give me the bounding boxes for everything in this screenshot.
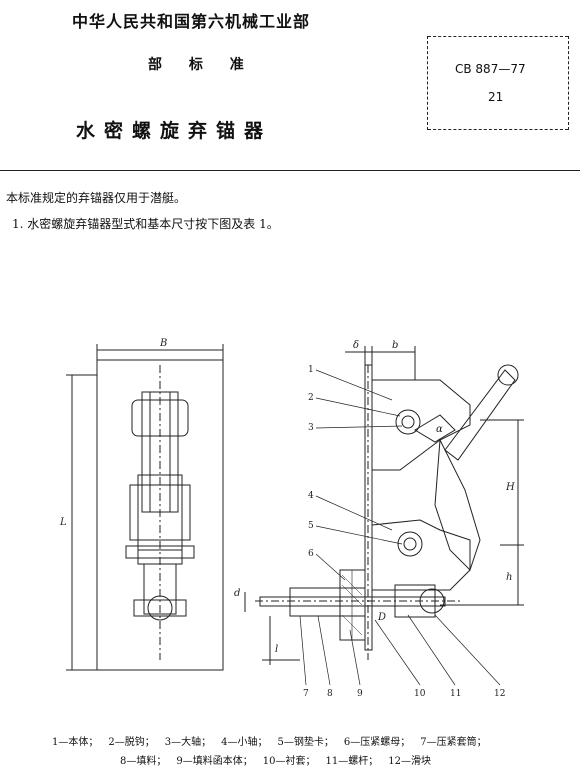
dim-label-delta: δ (353, 340, 359, 351)
dim-label-l: l (275, 644, 278, 655)
callout-9: 9 (357, 689, 363, 699)
legend-item: 9—填料函本体； (176, 756, 253, 767)
document-title: 水密螺旋弃锚器 (76, 120, 273, 142)
dim-label-alpha: α (436, 424, 443, 435)
legend-item: 2—脱钩； (108, 737, 155, 748)
cross-shaft (125, 545, 195, 559)
release-arm (444, 369, 516, 461)
dim-label-h: h (506, 572, 512, 583)
callout-7: 7 (303, 689, 309, 699)
side-view: δ b α H h (234, 340, 524, 686)
top-lug (131, 399, 189, 437)
technical-drawing: B L δ b (59, 338, 524, 699)
callout-4: 4 (308, 491, 314, 501)
link-bar (141, 391, 179, 513)
callout-10: 10 (414, 689, 426, 699)
header-divider (0, 170, 580, 171)
legend-item: 1—本体； (52, 737, 99, 748)
legend-item: 11—螺杆； (325, 756, 379, 767)
hull-plate (364, 364, 373, 651)
callout-8: 8 (327, 689, 333, 699)
legend-item: 3—大轴； (164, 737, 212, 748)
front-view: B L (59, 338, 224, 671)
callout-5: 5 (308, 521, 314, 531)
dim-label-B: B (159, 338, 167, 349)
legend-line-1: 1—本体； 2—脱钩； 3—大轴； 4—小轴； 5—钢垫卡； 6—压紧螺母； 7—压紧套筒； (52, 733, 497, 748)
dim-label-D: D (377, 612, 386, 623)
lower-body (371, 519, 471, 591)
standard-type: 部 标 准 (148, 57, 244, 73)
standard-code-box (427, 36, 569, 130)
stuffing-box (289, 587, 366, 617)
organization-name: 中华人民共和国第六机械工业部 (72, 12, 311, 31)
bottom-nut (147, 595, 173, 621)
dim-label-b: b (392, 340, 398, 351)
callout-11: 11 (450, 689, 461, 699)
upper-bracket (371, 379, 471, 471)
legend-item: 6—压紧螺母； (343, 737, 411, 748)
slider (394, 584, 436, 618)
callout-3: 3 (308, 423, 314, 433)
legend-item: 8—填料； (120, 756, 167, 767)
standard-code: CB 887—77 (455, 62, 526, 76)
legend-item: 4—小轴； (221, 737, 268, 748)
callout-2: 2 (308, 393, 314, 403)
legend-item: 12—滑块 (388, 756, 431, 767)
legend-line-2: 8—填料； 9—填料函本体； 10—衬套； 11—螺杆； 12—滑块 (120, 752, 441, 767)
dim-label-d: d (234, 588, 240, 599)
legend-item: 7—压紧套筒； (420, 737, 487, 748)
callout-1: 1 (308, 365, 314, 375)
dim-label-H: H (505, 482, 515, 493)
callout-6: 6 (308, 549, 314, 559)
intro-paragraph: 本标准规定的弃锚器仅用于潜艇。 (6, 191, 187, 205)
clause-1: 1. 水密螺旋弃锚器型式和基本尺寸按下图及表 1。 (12, 217, 279, 231)
dim-label-L: L (59, 517, 67, 528)
upper-shaft (395, 409, 421, 435)
legend-item: 10—衬套； (262, 756, 316, 767)
callout-12: 12 (494, 689, 505, 699)
legend-item: 5—钢垫卡； (277, 737, 334, 748)
base-plate (96, 359, 224, 671)
lower-shaft (397, 531, 423, 557)
page-number: 21 (488, 90, 504, 104)
